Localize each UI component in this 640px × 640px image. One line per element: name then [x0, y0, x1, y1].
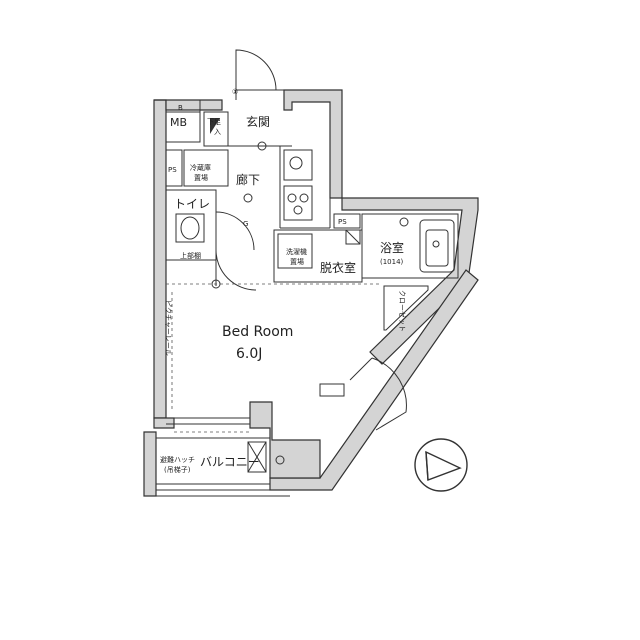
kitchen-sink: [283, 149, 313, 181]
wall-bottom-mid: [249, 401, 321, 479]
picture-rail-label: ピクチャーレール: [164, 300, 172, 356]
wall-left: [153, 99, 167, 419]
shoe-cabinet-mark: [210, 118, 220, 134]
circle-one-label: ①: [232, 88, 238, 96]
toilet-room: [165, 189, 217, 261]
bedroom-size: 6.0J: [236, 346, 262, 362]
hatch-label: 避難ハッチ: [160, 455, 195, 464]
wall-top-right: [283, 89, 343, 199]
washer-space: [277, 233, 313, 269]
shoe-label-2: 入: [214, 128, 221, 136]
bathroom: [361, 213, 459, 279]
fridge-label: 冷蔵庫: [190, 163, 211, 172]
fridge-label-2: 置場: [194, 173, 208, 182]
washer-label-2: 置場: [290, 257, 304, 266]
mb-label: MB: [170, 116, 187, 129]
balcony: [155, 437, 271, 485]
escape-hatch: [247, 441, 267, 473]
washer-label: 洗濯機: [286, 247, 307, 256]
ps-right-box: [333, 213, 361, 229]
compass-north-icon: [414, 438, 468, 492]
bedroom-side-door[interactable]: [371, 357, 407, 431]
mb-box: [165, 99, 201, 143]
upper-shelf-bottom: [319, 383, 345, 397]
closet-label: クローゼット: [398, 290, 407, 332]
entrance-label: 玄関: [246, 114, 270, 129]
stove: [283, 185, 313, 221]
wall-diagonal-right: [341, 197, 479, 365]
bath-size-label: (1014): [380, 258, 404, 266]
bath-label: 浴室: [380, 240, 404, 255]
circle-g-label: G: [243, 220, 248, 228]
hallway-label: 廊下: [236, 172, 260, 187]
toilet-door[interactable]: [215, 211, 255, 251]
entrance-door[interactable]: [235, 49, 277, 91]
ps-right-label: PS: [338, 218, 347, 226]
toilet-fixture: [175, 213, 205, 243]
wall-bottom-left: [153, 417, 175, 429]
upper-shelf-label: 上部棚: [180, 251, 201, 260]
balcony-label: バルコニー: [200, 455, 260, 469]
fridge-space: [183, 149, 229, 187]
wall-balcony-left: [143, 431, 157, 497]
dressing-label: 脱衣室: [320, 260, 356, 275]
hatch-label-2: (吊梯子): [164, 465, 191, 474]
ps-left-box: [165, 149, 183, 187]
bedroom-name: Bed Room: [222, 324, 293, 340]
ps-left-label: PS: [168, 166, 177, 174]
toilet-label: トイレ: [174, 197, 210, 211]
mb-b-label: B: [178, 104, 183, 112]
wall-top-left: [154, 99, 223, 111]
bathtub: [419, 219, 455, 273]
shoe-label: 下足: [207, 118, 221, 126]
